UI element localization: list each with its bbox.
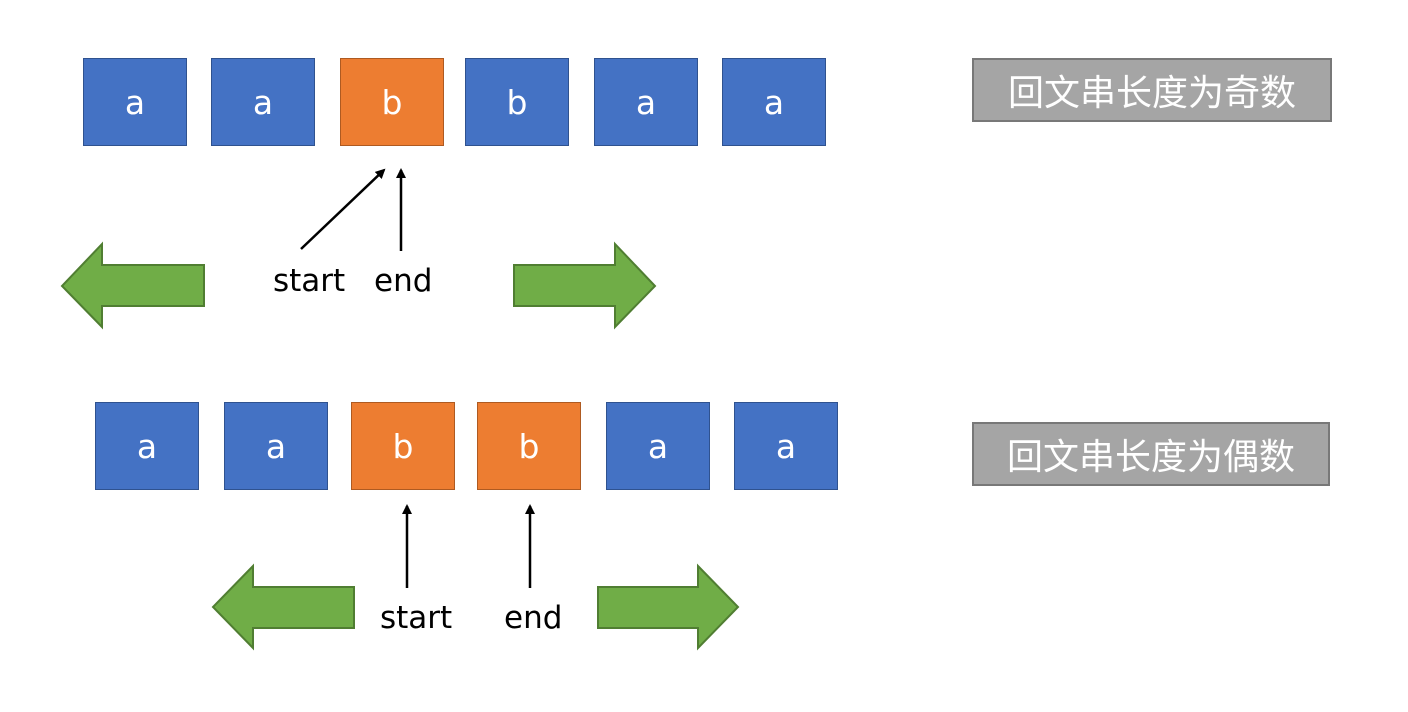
even-start-label: start — [380, 600, 453, 636]
even-caption: 回文串长度为偶数 — [972, 422, 1330, 486]
odd-expand-left-arrow — [60, 241, 205, 330]
even-cell-4: a — [606, 402, 710, 490]
odd-cell-4: a — [594, 58, 698, 146]
odd-cell-5: a — [722, 58, 826, 146]
even-cell-5: a — [734, 402, 838, 490]
odd-expand-right-arrow — [513, 241, 657, 330]
odd-start-pointer-arrow — [300, 168, 386, 250]
odd-cell-3: b — [465, 58, 569, 146]
even-cell-3: b — [477, 402, 581, 490]
even-cell-0: a — [95, 402, 199, 490]
odd-start-label: start — [273, 263, 346, 299]
even-cell-2: b — [351, 402, 455, 490]
even-expand-right-arrow — [597, 563, 740, 651]
odd-cell-2: b — [340, 58, 444, 146]
odd-cell-1: a — [211, 58, 315, 146]
odd-caption: 回文串长度为奇数 — [972, 58, 1332, 122]
even-expand-left-arrow — [211, 563, 355, 651]
odd-end-label: end — [374, 263, 433, 299]
even-end-label: end — [504, 600, 563, 636]
odd-cell-0: a — [83, 58, 187, 146]
even-cell-1: a — [224, 402, 328, 490]
